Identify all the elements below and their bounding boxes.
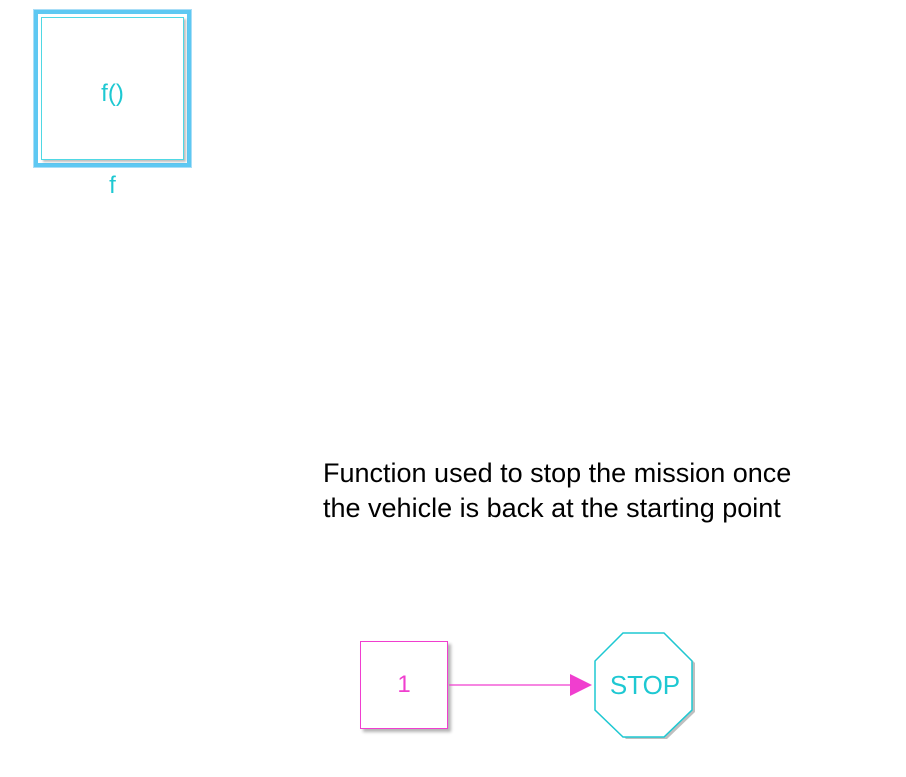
annotation[interactable]: Function used to stop the mission once t… xyxy=(323,456,883,526)
stop-octagon xyxy=(594,632,693,738)
annotation-line-1: Function used to stop the mission once xyxy=(323,458,792,488)
function-call-block[interactable]: f() xyxy=(34,10,191,167)
function-block-name[interactable]: f xyxy=(109,172,116,199)
constant-block[interactable]: 1 xyxy=(360,641,448,729)
stop-block[interactable] xyxy=(593,632,697,740)
function-block-label: f() xyxy=(101,80,124,107)
stop-block-label: STOP xyxy=(609,670,681,700)
signal-arrowhead xyxy=(570,674,592,696)
constant-block-value: 1 xyxy=(397,671,411,698)
function-block-body: f() xyxy=(41,17,184,160)
annotation-line-2: the vehicle is back at the starting poin… xyxy=(323,493,781,523)
